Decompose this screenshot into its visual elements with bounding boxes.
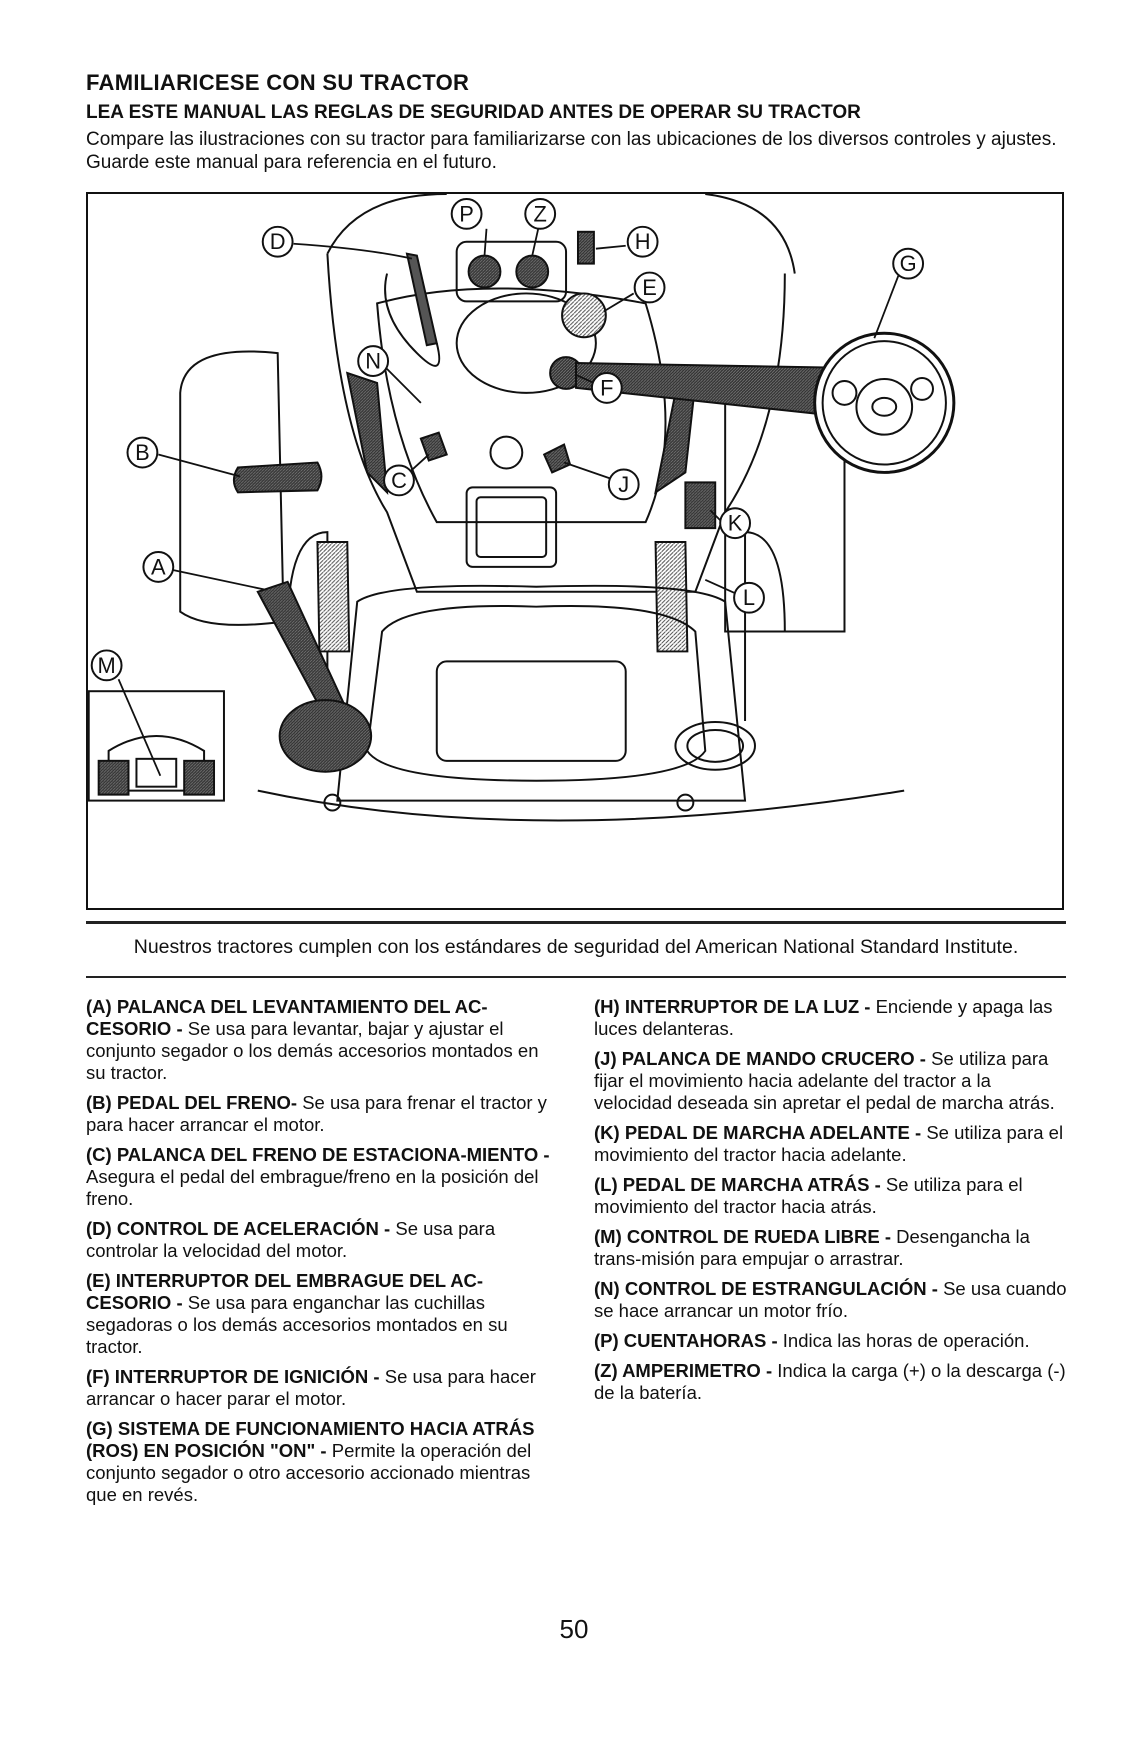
ansi-compliance-note: Nuestros tractores cumplen con los están… (133, 936, 1019, 958)
callout-c: C (391, 468, 407, 493)
page-title: FAMILIARICESE CON SU TRACTOR (86, 70, 470, 95)
divider-bottom (86, 976, 1066, 978)
callout-k: K (728, 511, 743, 536)
callout-p: P (459, 201, 474, 226)
description-c: (C) PALANCA DEL FRENO DE ESTACIONA-MIENT… (86, 1144, 550, 1209)
callout-m: M (98, 653, 116, 678)
divider-top (86, 921, 1066, 924)
description-g: (G) SISTEMA DE FUNCIONAMIENTO HACIA ATRÁ… (86, 1418, 535, 1505)
descriptions-right-column: (H) INTERRUPTOR DE LA LUZ - Enciende y a… (594, 996, 1069, 1412)
callout-d: D (270, 229, 286, 254)
tractor-drawing: P Z D H E G N F B C J K A L M (88, 194, 956, 822)
description-l: (L) PEDAL DE MARCHA ATRÁS - Se utiliza p… (594, 1174, 1023, 1217)
description-h: (H) INTERRUPTOR DE LA LUZ - Enciende y a… (594, 996, 1053, 1039)
callout-n: N (365, 349, 381, 374)
description-b: (B) PEDAL DEL FRENO- Se usa para frenar … (86, 1092, 547, 1135)
description-m: (M) CONTROL DE RUEDA LIBRE - Desengancha… (594, 1226, 1030, 1269)
page-subtitle: LEA ESTE MANUAL LAS REGLAS DE SEGURIDAD … (86, 102, 861, 123)
intro-paragraph: Compare las ilustraciones con su tractor… (86, 129, 1057, 173)
callout-g: G (900, 251, 917, 276)
description-j: (J) PALANCA DE MANDO CRUCERO - Se utiliz… (594, 1048, 1055, 1113)
description-d: (D) CONTROL DE ACELERACIÓN - Se usa para… (86, 1218, 496, 1261)
description-z: (Z) AMPERIMETRO - Indica la carga (+) o … (594, 1360, 1066, 1403)
description-p: (P) CUENTAHORAS - Indica las horas de op… (594, 1330, 1030, 1351)
description-n: (N) CONTROL DE ESTRANGULACIÓN - Se usa c… (594, 1278, 1067, 1321)
page-number: 50 (559, 1614, 589, 1644)
description-k: (K) PEDAL DE MARCHA ADELANTE - Se utiliz… (594, 1122, 1064, 1165)
callout-z: Z (534, 201, 547, 226)
callout-h: H (635, 229, 651, 254)
callout-l: L (743, 585, 755, 610)
callout-e: E (642, 275, 657, 300)
description-f: (F) INTERRUPTOR DE IGNICIÓN - Se usa par… (86, 1366, 536, 1409)
description-e: (E) INTERRUPTOR DEL EMBRAGUE DEL AC-CESO… (86, 1270, 508, 1357)
callout-b: B (135, 440, 150, 465)
page-header: FAMILIARICESE CON SU TRACTOR LEA ESTE MA… (86, 70, 1066, 174)
tractor-controls-illustration: P Z D H E G N F B C J K A L M (86, 192, 1064, 910)
descriptions-left-column: (A) PALANCA DEL LEVANTAMIENTO DEL AC-CES… (86, 996, 561, 1514)
callout-f: F (600, 375, 613, 400)
callout-a: A (151, 554, 166, 579)
callout-j: J (618, 472, 629, 497)
description-a: (A) PALANCA DEL LEVANTAMIENTO DEL AC-CES… (86, 996, 539, 1083)
